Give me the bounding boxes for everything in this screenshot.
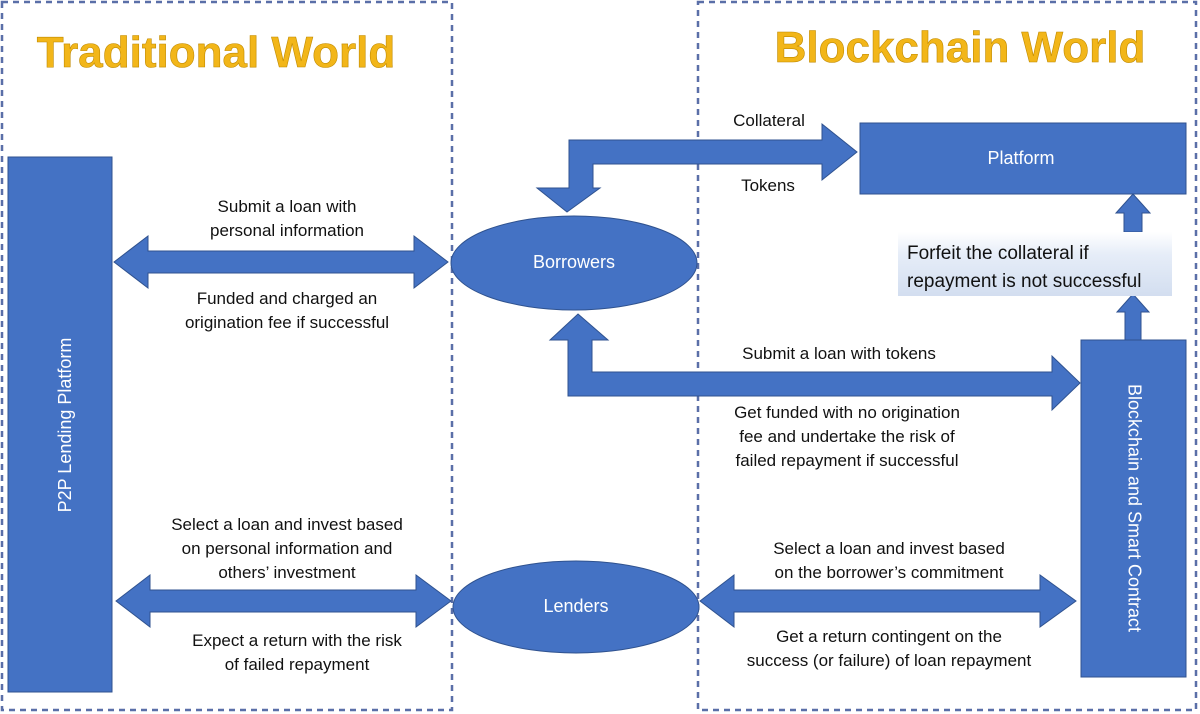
trad-borrow-bottom-line-1: Funded and charged an [197, 289, 378, 308]
blockchain-up-arrow [1115, 293, 1151, 341]
trad-borrow-top-line-2: personal information [210, 221, 364, 240]
chain-borrow-bottom-line-1: Get funded with no origination [734, 403, 960, 422]
lenders-node [452, 560, 700, 654]
chain-lend-top-line-1: Select a loan and invest based [773, 539, 1005, 558]
lenders-blockchain-double-arrow [699, 573, 1077, 629]
p2p-borrowers-double-arrow [113, 234, 449, 290]
trad-borrow-bottom-line-2: origination fee if successful [185, 313, 389, 332]
platform-up-arrow [1114, 193, 1152, 233]
chain-lend-bottom-line-1: Get a return contingent on the [776, 627, 1002, 646]
chain-lend-top-line-2: on the borrower’s commitment [775, 563, 1004, 582]
traditional-world-title: Traditional World [37, 28, 396, 77]
forfeit-collateral-note [898, 232, 1172, 296]
trad-borrow-top-line-1: Submit a loan with [218, 197, 357, 216]
collateral-label: Collateral [733, 111, 805, 130]
traditional-world-region [0, 0, 454, 712]
blockchain-smart-contract-box [1080, 339, 1187, 678]
forfeit-note-line-1: Forfeit the collateral if [907, 243, 1089, 264]
blockchain-world-title: Blockchain World [775, 23, 1146, 72]
platform-box [859, 122, 1187, 195]
trad-lend-bottom-line-2: of failed repayment [225, 655, 370, 674]
lenders-label: Lenders [543, 596, 608, 616]
platform-label: Platform [987, 148, 1054, 168]
blockchain-smart-contract-label: Blockchain and Smart Contract [1124, 384, 1144, 632]
chain-borrow-bottom-line-3: failed repayment if successful [736, 451, 959, 470]
submit-tokens-bent-arrow [548, 313, 1081, 412]
borrowers-label: Borrowers [533, 252, 615, 272]
p2p-lending-platform-label: P2P Lending Platform [55, 338, 75, 513]
chain-lend-bottom-line-2: success (or failure) of loan repayment [747, 651, 1032, 670]
p2p-lending-platform-box [7, 156, 113, 693]
collateral-tokens-bent-arrow [535, 122, 858, 213]
chain-borrow-bottom-line-2: fee and undertake the risk of [739, 427, 955, 446]
forfeit-note-line-2: repayment is not successful [907, 271, 1141, 292]
trad-lend-top-line-2: on personal information and [182, 539, 393, 558]
trad-lend-top-line-3: others’ investment [218, 563, 356, 582]
chain-borrow-top-label: Submit a loan with tokens [742, 344, 936, 363]
trad-lend-bottom-line-1: Expect a return with the risk [192, 631, 402, 650]
trad-lend-top-line-1: Select a loan and invest based [171, 515, 403, 534]
p2p-lenders-double-arrow [115, 573, 452, 629]
blockchain-world-region [696, 0, 1198, 712]
borrowers-node [450, 215, 698, 311]
tokens-label: Tokens [741, 176, 795, 195]
